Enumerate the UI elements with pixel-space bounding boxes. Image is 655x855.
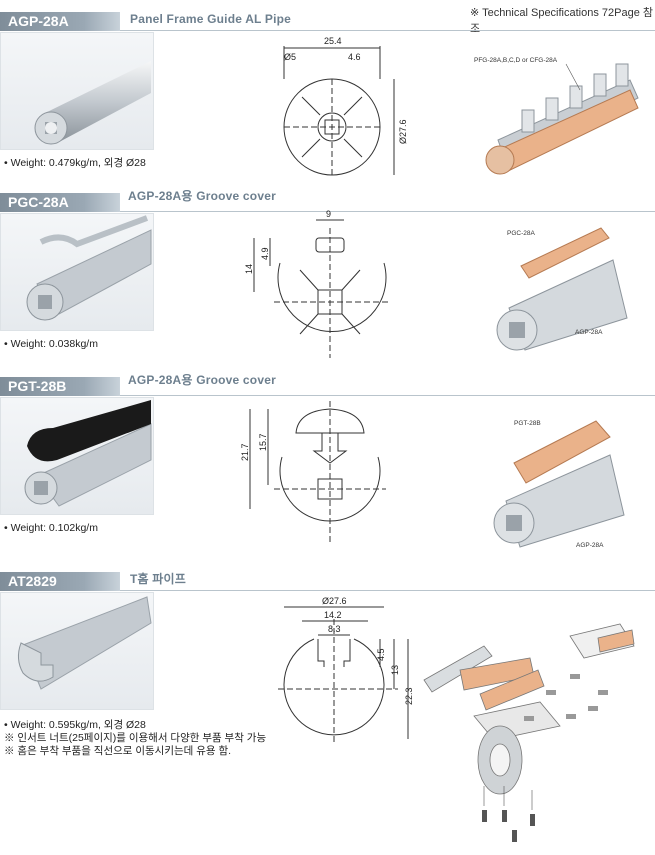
section-code-tag: PGT-28B (0, 377, 120, 396)
section-divider (120, 30, 655, 31)
section-divider (120, 590, 655, 591)
groove-cover-image (24, 400, 152, 507)
weight-spec: • Weight: 0.595kg/m, 외경 Ø28 (4, 719, 146, 731)
dimension-label: 13 (390, 665, 400, 675)
dimension-label: Ø27.6 (322, 596, 347, 606)
at2829-cross-section-drawing: Ø27.6 14.2 8.3 4.5 13 22.3 (278, 596, 414, 745)
callout-label: AGP-28A (575, 329, 603, 336)
section-title: AGP-28A용 Groove cover (128, 189, 276, 203)
dimension-label: 4.5 (376, 648, 386, 661)
t-slot-pipe-image (17, 596, 152, 690)
groove-usage-note: ※ 홈은 부착 부품을 직선으로 이동시키는데 유용 함. (4, 745, 232, 757)
dimension-label: 14 (244, 264, 254, 274)
callout-label: PFG-28A,B,C,D or CFG-28A (474, 57, 558, 64)
section-code-tag: PGC-28A (0, 193, 120, 212)
dimension-label: Ø5 (284, 52, 296, 62)
weight-spec: • Weight: 0.038kg/m (4, 338, 98, 350)
section-code-tag: AGP-28A (0, 12, 120, 31)
agp-28a-cross-section-drawing: 25.4 Ø5 4.6 Ø27.6 (283, 36, 408, 176)
dimension-label: 4.9 (260, 247, 270, 260)
product-photo (0, 397, 154, 515)
insert-nut-note: ※ 인서트 너트(25페이지)를 이용해서 다양한 부품 부착 가능 (4, 732, 267, 744)
groove-cover-image (26, 215, 152, 321)
section-code-tag: AT2829 (0, 572, 120, 591)
weight-spec: • Weight: 0.102kg/m (4, 522, 98, 534)
frame-guide-assembly-illustration: PFG-28A,B,C,D or CFG-28A (474, 57, 639, 175)
al-pipe-image (34, 61, 151, 145)
caster-assembly-exploded-illustration (423, 623, 635, 842)
callout-label: PGT-28B (514, 420, 541, 427)
dimension-label: 15.7 (258, 433, 268, 451)
dimension-label: 4.6 (348, 52, 361, 62)
section-divider (120, 395, 655, 396)
dimension-label: Ø27.6 (398, 119, 408, 144)
callout-label: PGC-28A (507, 230, 535, 237)
section-title: AGP-28A용 Groove cover (128, 373, 276, 387)
dimension-label: 25.4 (324, 36, 342, 46)
dimension-label: 21.7 (240, 443, 250, 461)
groove-cover-assembly-illustration: PGT-28B AGP-28A (493, 420, 625, 549)
pgt-28b-cross-section-drawing: 21.7 15.7 (240, 401, 386, 545)
product-photo (0, 213, 154, 331)
weight-spec: • Weight: 0.479kg/m, 외경 Ø28 (4, 157, 146, 169)
dimension-label: 9 (326, 209, 331, 219)
dimension-label: 14.2 (324, 610, 342, 620)
dimension-label: 8.3 (328, 624, 341, 634)
dimension-label: 22.3 (404, 687, 414, 705)
groove-cover-assembly-illustration: PGC-28A AGP-28A (496, 227, 628, 351)
callout-label: AGP-28A (576, 542, 604, 549)
product-photo (0, 592, 154, 710)
section-title: Panel Frame Guide AL Pipe (130, 12, 292, 26)
spec-reference-note: ※ Technical Specifications 72Page 참조 (470, 7, 654, 35)
section-divider (120, 211, 655, 212)
section-title: T홈 파이프 (130, 572, 187, 586)
pgc-28a-cross-section-drawing: 9 4.9 14 (244, 209, 388, 358)
product-photo (0, 32, 154, 150)
